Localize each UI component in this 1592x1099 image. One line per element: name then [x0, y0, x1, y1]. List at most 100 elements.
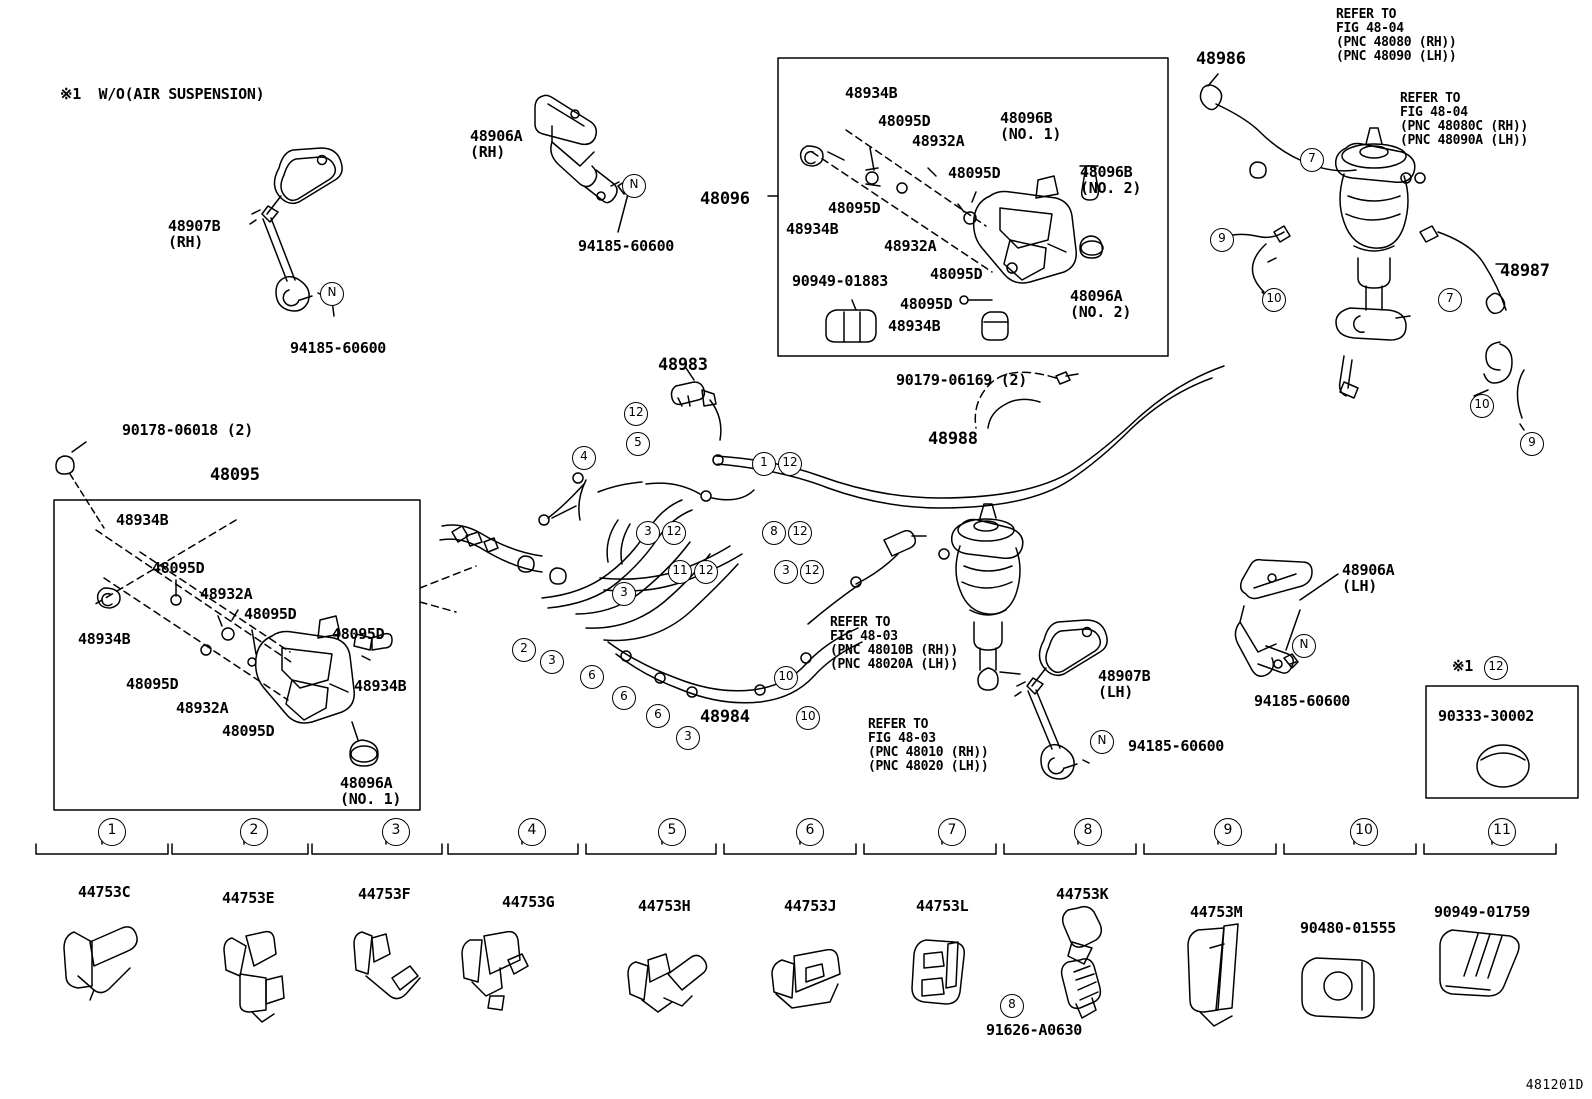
label-94185-60600-rh: 94185-60600: [290, 339, 387, 357]
label-48095d-a: 48095D: [152, 559, 205, 577]
legend-part-44753k: 44753K: [1056, 885, 1109, 903]
callout-7-b: 7: [1438, 288, 1462, 312]
callout-4-a: 4: [572, 446, 596, 470]
legend-marker-10[interactable]: 10: [1350, 818, 1378, 846]
callout-6-a: 6: [580, 665, 604, 689]
legend-part-44753c: 44753C: [78, 883, 131, 901]
callout-3-d: 3: [540, 650, 564, 674]
callout-5-a: 5: [626, 432, 650, 456]
legend-part-90949-01759: 90949-01759: [1434, 903, 1531, 921]
callout-n-3: N: [1292, 634, 1316, 658]
legend-part-44753g: 44753G: [502, 893, 555, 911]
label-48096a-no1: 48096A (NO. 1): [340, 774, 402, 809]
label-48095d-e: 48095D: [332, 625, 385, 643]
label-48096b-no2: 48096B (NO. 2): [1080, 163, 1142, 198]
label-48095d-c: 48095D: [126, 675, 179, 693]
label-94185-60600-lh-2: 94185-60600: [1254, 692, 1351, 710]
legend-marker-11[interactable]: 11: [1488, 818, 1516, 846]
label-48095d-g: 48095D: [948, 164, 1001, 182]
note-without-air-suspension: ※1 W/O(AIR SUSPENSION): [60, 85, 265, 103]
label-48986: 48986: [1196, 49, 1246, 69]
label-48932a-d: 48932A: [884, 237, 937, 255]
label-48095d-i: 48095D: [930, 265, 983, 283]
callout-n-2: N: [622, 174, 646, 198]
legend-marker-7[interactable]: 7: [938, 818, 966, 846]
label-48988: 48988: [928, 429, 978, 449]
label-48934b-f: 48934B: [888, 317, 941, 335]
callout-10-d: 10: [796, 706, 820, 730]
legend-part-44753j: 44753J: [784, 897, 837, 915]
legend-part-44753e: 44753E: [222, 889, 275, 907]
callout-8-a: 8: [762, 521, 786, 545]
callout-6-c: 6: [646, 704, 670, 728]
callout-10-a: 10: [1262, 288, 1286, 312]
callout-3-b: 3: [774, 560, 798, 584]
label-48934b-c: 48934B: [354, 677, 407, 695]
refer-fig-48-03-b: REFER TO FIG 48-03 (PNC 48010 (RH)) (PNC…: [868, 717, 989, 775]
legend-part-44753m: 44753M: [1190, 903, 1243, 921]
label-48095d-d: 48095D: [222, 722, 275, 740]
legend-marker-3[interactable]: 3: [382, 818, 410, 846]
label-48934b-b: 48934B: [78, 630, 131, 648]
callout-7-a: 7: [1300, 148, 1324, 172]
label-48096: 48096: [700, 189, 750, 209]
callout-n-4: N: [1090, 730, 1114, 754]
legend-marker-5[interactable]: 5: [658, 818, 686, 846]
label-48983: 48983: [658, 355, 708, 375]
callout-8-b: 8: [1000, 994, 1024, 1018]
legend-part-90480-01555: 90480-01555: [1300, 919, 1397, 937]
label-94185-60600-rh-2: 94185-60600: [578, 237, 675, 255]
legend-part-44753f: 44753F: [358, 885, 411, 903]
callout-1-a: 1: [752, 452, 776, 476]
label-90179-06169: 90179-06169 (2): [896, 371, 1027, 389]
callout-12-e: 12: [694, 560, 718, 584]
callout-12-d: 12: [788, 521, 812, 545]
legend-marker-6[interactable]: 6: [796, 818, 824, 846]
label-90178-06018: 90178-06018 (2): [122, 421, 253, 439]
label-48095d-h: 48095D: [828, 199, 881, 217]
callout-11-a: 11: [668, 560, 692, 584]
label-48907b-lh: 48907B (LH): [1098, 667, 1151, 702]
label-90333-30002: 90333-30002: [1438, 707, 1535, 725]
callout-n-1: N: [320, 282, 344, 306]
legend-part-44753l: 44753L: [916, 897, 969, 915]
callout-12-f: 12: [800, 560, 824, 584]
diagram-code: 481201D: [1525, 1078, 1584, 1093]
callout-3-a: 3: [636, 521, 660, 545]
label-48095d-f: 48095D: [878, 112, 931, 130]
callout-2-a: 2: [512, 638, 536, 662]
label-48907b-rh: 48907B (RH): [168, 217, 221, 252]
callout-9-a: 9: [1210, 228, 1234, 252]
refer-fig-48-04-a: REFER TO FIG 48-04 (PNC 48080 (RH)) (PNC…: [1336, 7, 1457, 65]
callout-12-a: 12: [624, 402, 648, 426]
legend-part-44753h: 44753H: [638, 897, 691, 915]
callout-6-b: 6: [612, 686, 636, 710]
legend-part-91626-a0630: 91626-A0630: [986, 1021, 1083, 1039]
legend-marker-9[interactable]: 9: [1214, 818, 1242, 846]
legend-marker-2[interactable]: 2: [240, 818, 268, 846]
legend-marker-4[interactable]: 4: [518, 818, 546, 846]
label-48095d-j: 48095D: [900, 295, 953, 313]
label-48984: 48984: [700, 707, 750, 727]
callout-10-b: 10: [1470, 394, 1494, 418]
label-90949-01883: 90949-01883: [792, 272, 889, 290]
label-48934b-d: 48934B: [845, 84, 898, 102]
legend-marker-8[interactable]: 8: [1074, 818, 1102, 846]
label-48934b-e: 48934B: [786, 220, 839, 238]
label-48934b-a: 48934B: [116, 511, 169, 529]
callout-12-c: 12: [662, 521, 686, 545]
label-48096b-no1: 48096B (NO. 1): [1000, 109, 1062, 144]
callout-10-c: 10: [774, 666, 798, 690]
label-48095: 48095: [210, 465, 260, 485]
legend-marker-1[interactable]: 1: [98, 818, 126, 846]
label-note-ref-1: ※1: [1452, 657, 1473, 675]
label-48932a-b: 48932A: [176, 699, 229, 717]
callout-3-c: 3: [612, 582, 636, 606]
refer-fig-48-03-a: REFER TO FIG 48-03 (PNC 48010B (RH)) (PN…: [830, 615, 958, 673]
label-48096a-no2: 48096A (NO. 2): [1070, 287, 1132, 322]
label-48932a-c: 48932A: [912, 132, 965, 150]
label-48932a-a: 48932A: [200, 585, 253, 603]
label-48906a-lh: 48906A (LH): [1342, 561, 1395, 596]
